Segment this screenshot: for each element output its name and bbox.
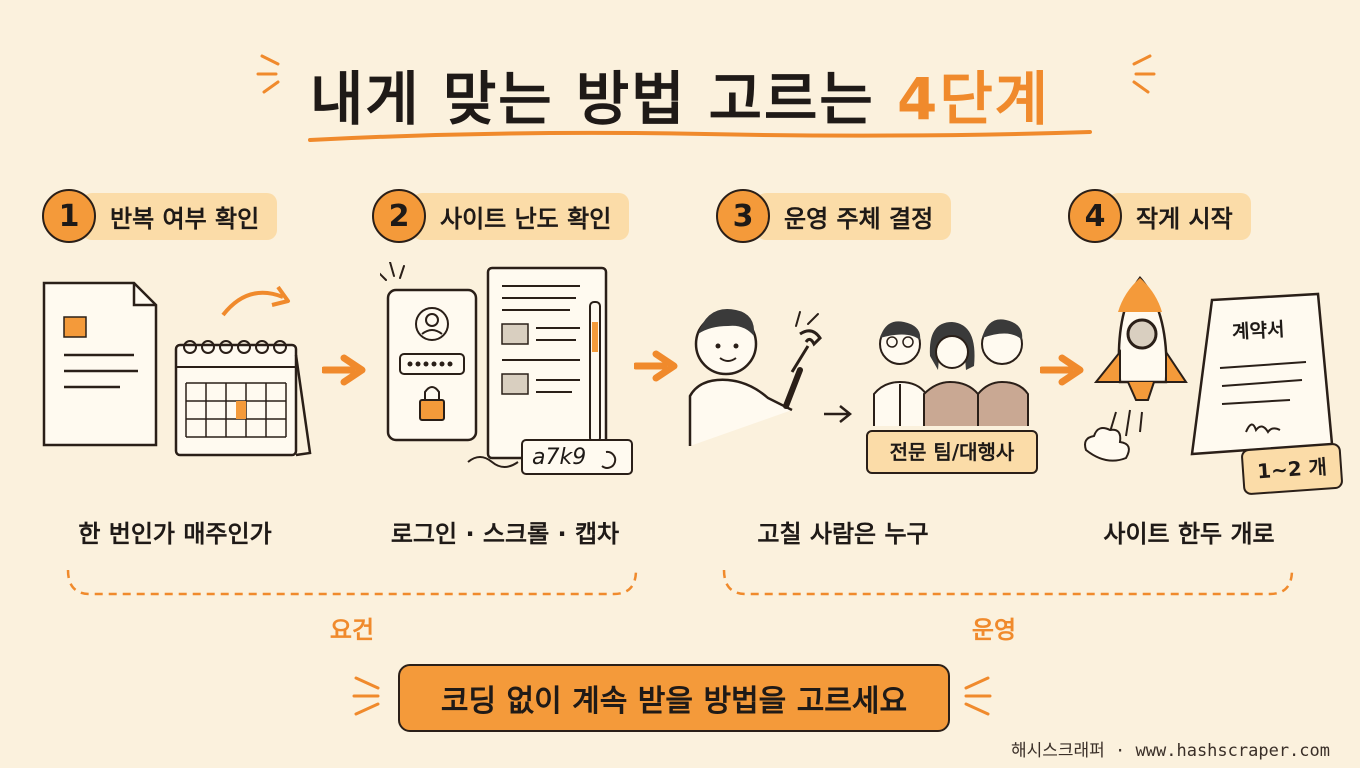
sparkle-left-icon — [256, 54, 280, 94]
contract-icon — [1190, 292, 1334, 456]
team-tag: 전문 팀/대행사 — [866, 430, 1038, 474]
squiggle-icon — [467, 456, 519, 468]
rocket-icon — [1084, 276, 1188, 462]
step-1-caption: 한 번인가 매주인가 — [78, 520, 272, 548]
step-2-caption: 로그인 · 스크롤 · 캡차 — [390, 520, 620, 548]
lock-icon — [419, 386, 445, 421]
captcha-box: a7k9 — [521, 439, 633, 475]
step-1-number: 1 — [42, 189, 96, 243]
arrow-right-icon — [1040, 354, 1084, 386]
web-page-icon — [486, 266, 608, 460]
step-3-label: 운영 주체 결정 — [756, 192, 952, 240]
document-icon — [42, 281, 158, 447]
step-1-label: 반복 여부 확인 — [82, 192, 278, 240]
document-calendar-illustration — [42, 281, 312, 457]
team-icon — [873, 319, 1029, 426]
login-form-icon — [386, 288, 478, 442]
contract-title: 계약서 — [1231, 318, 1286, 344]
start-small-illustration — [1084, 276, 1334, 462]
sparkle-left-icon — [352, 676, 380, 716]
site-difficulty-illustration: a7k9 — [380, 262, 633, 475]
small-arrow-icon — [824, 405, 853, 423]
refresh-icon — [601, 450, 617, 469]
sparkle-right-icon — [1132, 54, 1156, 94]
step-4-number: 4 — [1068, 189, 1122, 243]
group-bracket-operations — [722, 569, 1294, 596]
arrow-right-icon — [322, 354, 366, 386]
step-3-badge: 3 운영 주체 결정 — [716, 189, 952, 243]
step-3-caption: 고칠 사람은 누구 — [757, 520, 929, 548]
title-underline — [308, 130, 1092, 142]
operator-illustration — [688, 309, 1029, 446]
title-main: 내게 맞는 방법 고르는 — [309, 65, 875, 133]
group-label-requirements: 요건 — [329, 616, 375, 644]
page-title: 내게 맞는 방법 고르는 4단계 — [0, 52, 1360, 136]
step-3-number: 3 — [716, 189, 770, 243]
person-with-wrench-icon — [688, 309, 822, 446]
step-4-caption: 사이트 한두 개로 — [1103, 520, 1275, 548]
step-1-badge: 1 반복 여부 확인 — [42, 189, 278, 243]
step-2-badge: 2 사이트 난도 확인 — [372, 189, 630, 243]
repeat-arrow-icon — [221, 285, 290, 317]
cta-banner: 코딩 없이 계속 받을 방법을 고르세요 — [398, 664, 950, 732]
step-2-label: 사이트 난도 확인 — [412, 192, 630, 240]
captcha-text: a7k9 — [532, 445, 586, 470]
arrow-right-icon — [634, 350, 678, 382]
spark-icon — [380, 262, 405, 281]
sites-tag: 1~2 개 — [1240, 442, 1344, 496]
group-label-operations: 운영 — [971, 616, 1017, 644]
sparkle-right-icon — [964, 676, 992, 716]
step-4-badge: 4 작게 시작 — [1068, 189, 1251, 243]
group-bracket-requirements — [66, 569, 638, 596]
step-2-number: 2 — [372, 189, 426, 243]
title-highlight: 4단계 — [896, 65, 1051, 133]
step-4-label: 작게 시작 — [1108, 192, 1251, 240]
calendar-icon — [174, 340, 312, 457]
footer-credit: 해시스크래퍼 · www.hashscraper.com — [1010, 741, 1330, 761]
